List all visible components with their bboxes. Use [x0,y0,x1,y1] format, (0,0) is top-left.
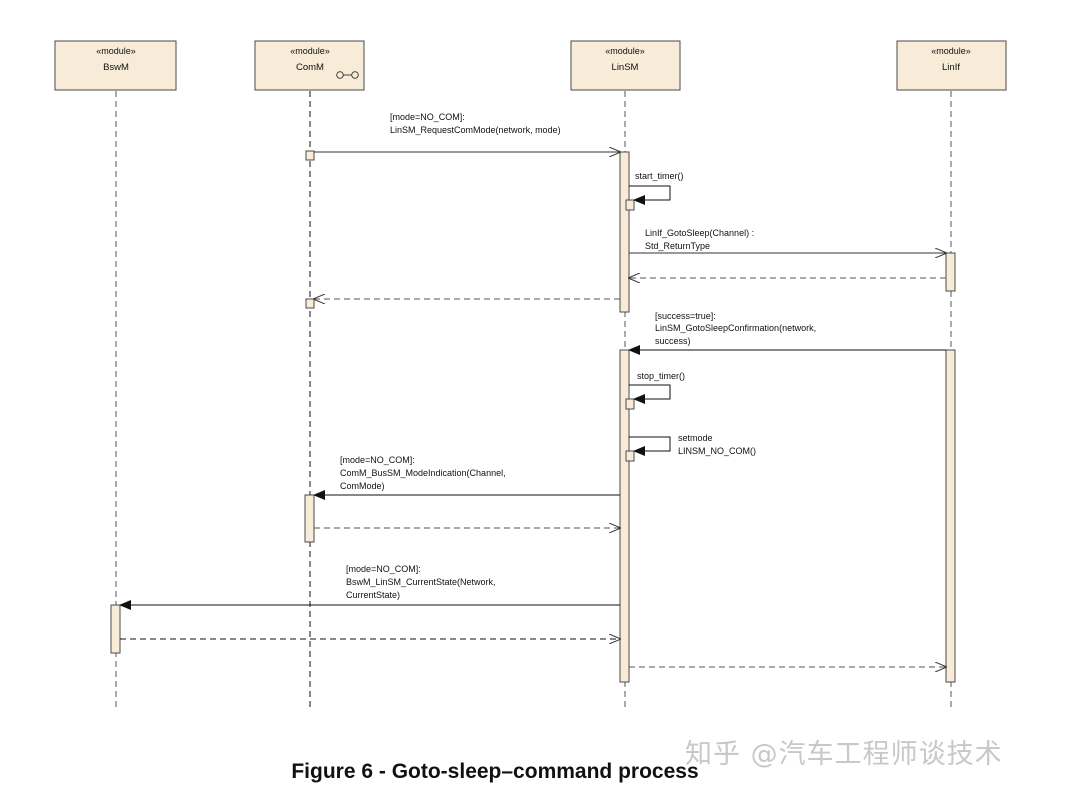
message-label-line: success) [655,336,691,346]
execution-box-comm [305,150,315,161]
message-label-line: ComMode) [340,481,385,491]
message-goto-sleep-confirmation: [success=true]: LinSM_GotoSleepConfirmat… [628,311,946,355]
figure-caption: Figure 6 - Goto-sleep–command process [291,760,699,783]
message-label-line: stop_timer() [637,371,685,381]
participant-stereotype: «module» [605,46,645,56]
execution-box-start-timer [625,199,635,211]
participant-linif: «module» LinIf [896,40,1007,91]
message-label-line: LinSM_GotoSleepConfirmation(network, [655,323,816,333]
message-label-line: LINSM_NO_COM() [678,446,756,456]
message-label-line: ComM_BusSM_ModeIndication(Channel, [340,468,506,478]
participant-name: ComM [296,62,324,73]
participant-linsm: «module» LinSM [570,40,681,91]
activation-bswm-currentstate [110,604,121,654]
watermark: 知乎 @汽车工程师谈技术 [685,739,1003,770]
message-label-line: start_timer() [635,171,684,181]
message-label-line: CurrentState) [346,590,400,600]
participant-comm: «module» ComM [254,40,365,91]
participant-stereotype: «module» [96,46,136,56]
message-label-line: [success=true]: [655,311,716,321]
message-label-line: [mode=NO_COM]: [390,112,465,122]
message-request-com-mode: [mode=NO_COM]: LinSM_RequestComMode(netw… [314,112,620,152]
message-label-line: LinSM_RequestComMode(network, mode) [390,125,561,135]
message-label-line: [mode=NO_COM]: [346,564,421,574]
message-label-line: BswM_LinSM_CurrentState(Network, [346,577,496,587]
sequence-diagram: «module» BswM «module» ComM «module» Lin… [54,40,1007,710]
activation-linif-gotosleep [945,252,956,292]
execution-box-stop-timer [625,398,635,410]
participant-name: LinSM [612,62,639,73]
participant-stereotype: «module» [931,46,971,56]
participant-stereotype: «module» [290,46,330,56]
activation-linsm-request [619,151,630,313]
message-bswm-current-state: [mode=NO_COM]: BswM_LinSM_CurrentState(N… [119,564,620,610]
message-label-line: Std_ReturnType [645,241,710,251]
message-label-line: [mode=NO_COM]: [340,455,415,465]
activation-comm-indication [304,494,315,543]
execution-box-setmode [625,450,635,462]
message-stop-timer: stop_timer() [629,371,685,404]
message-goto-sleep: LinIf_GotoSleep(Channel) : Std_ReturnTyp… [629,228,946,253]
activation-linif-confirmation [945,349,956,683]
participant-name: LinIf [942,62,960,73]
participant-bswm: «module» BswM [54,40,177,91]
message-label-line: setmode [678,433,713,443]
message-busm-mode-indication: [mode=NO_COM]: ComM_BusSM_ModeIndication… [313,455,620,500]
participant-name: BswM [103,62,129,73]
component-symbol-icon [336,71,359,79]
message-label-line: LinIf_GotoSleep(Channel) : [645,228,754,238]
message-setmode: setmode LINSM_NO_COM() [629,433,756,456]
execution-box-comm-return [305,298,315,309]
message-start-timer: start_timer() [629,171,684,205]
activation-linsm-confirmation [619,349,630,683]
